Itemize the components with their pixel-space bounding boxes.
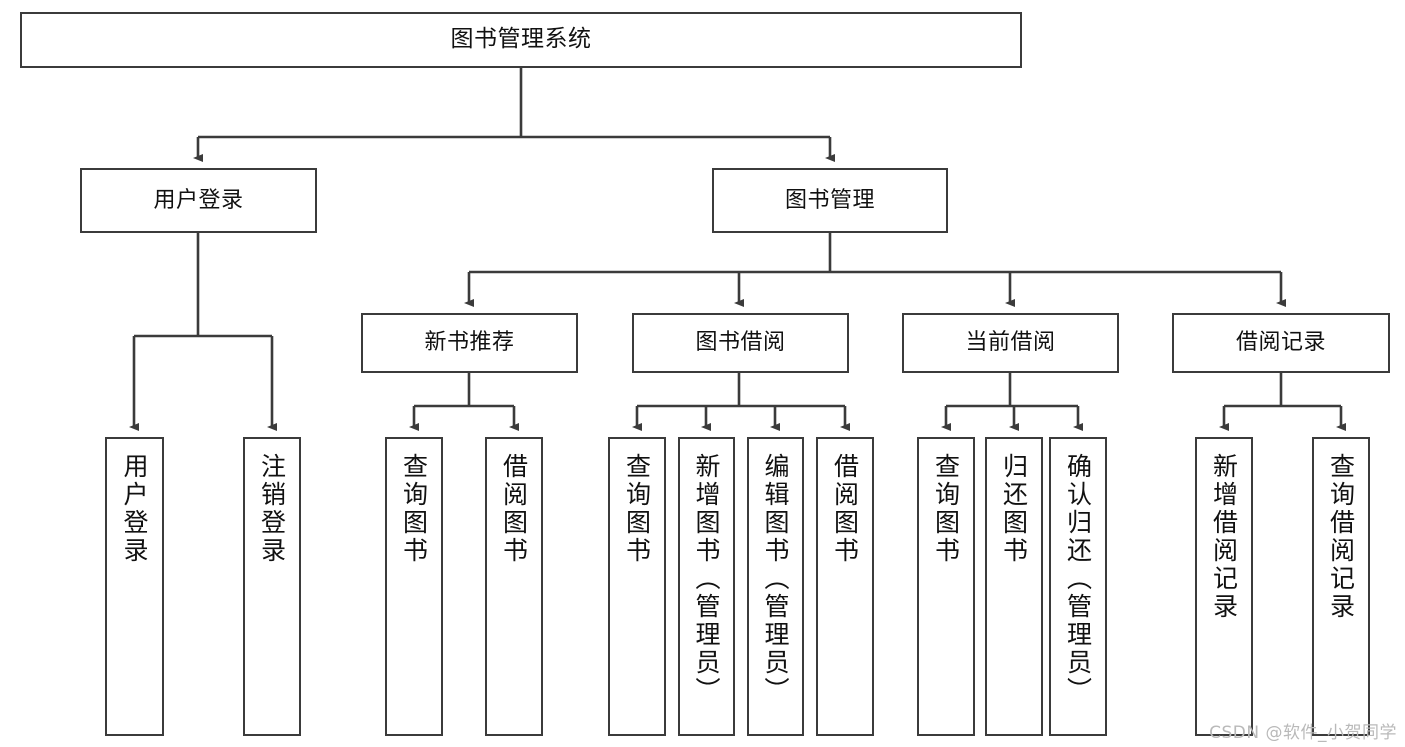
leaf-book-borrow-edit[interactable]: 编辑图书（管理员） [747, 437, 804, 736]
node-new-book-recommend-label: 新书推荐 [424, 330, 515, 356]
leaf-current-borrow-confirm[interactable]: 确认归还（管理员） [1049, 437, 1107, 736]
node-current-borrow[interactable]: 当前借阅 [902, 313, 1119, 373]
leaf-user-login-login[interactable]: 用户登录 [105, 437, 164, 736]
leaf-user-login-logout-label: 注销登录 [257, 453, 287, 565]
node-book-borrow-label: 图书借阅 [695, 330, 786, 356]
leaf-borrow-record-query[interactable]: 查询借阅记录 [1312, 437, 1370, 736]
leaf-borrow-record-add-label: 新增借阅记录 [1209, 453, 1239, 621]
node-root[interactable]: 图书管理系统 [20, 12, 1022, 68]
leaf-book-borrow-borrow-label: 借阅图书 [830, 453, 860, 565]
node-book-management-label: 图书管理 [784, 187, 875, 213]
leaf-book-borrow-edit-label: 编辑图书（管理员） [761, 453, 790, 705]
leaf-current-borrow-return-label: 归还图书 [999, 453, 1029, 565]
leaf-new-book-query-label: 查询图书 [399, 453, 429, 565]
leaf-new-book-borrow[interactable]: 借阅图书 [485, 437, 543, 736]
leaf-current-borrow-confirm-label: 确认归还（管理员） [1063, 453, 1093, 705]
node-current-borrow-label: 当前借阅 [965, 330, 1056, 356]
node-book-management[interactable]: 图书管理 [712, 168, 948, 233]
leaf-current-borrow-query-label: 查询图书 [931, 453, 961, 565]
leaf-book-borrow-add[interactable]: 新增图书（管理员） [678, 437, 735, 736]
node-borrow-record[interactable]: 借阅记录 [1172, 313, 1390, 373]
leaf-borrow-record-add[interactable]: 新增借阅记录 [1195, 437, 1253, 736]
node-book-borrow[interactable]: 图书借阅 [632, 313, 849, 373]
leaf-book-borrow-query-label: 查询图书 [622, 453, 652, 565]
leaf-current-borrow-query[interactable]: 查询图书 [917, 437, 975, 736]
leaf-book-borrow-add-label: 新增图书（管理员） [692, 453, 721, 705]
node-user-login-label: 用户登录 [153, 187, 244, 213]
leaf-book-borrow-borrow[interactable]: 借阅图书 [816, 437, 874, 736]
node-user-login[interactable]: 用户登录 [80, 168, 317, 233]
leaf-user-login-logout[interactable]: 注销登录 [243, 437, 301, 736]
leaf-new-book-query[interactable]: 查询图书 [385, 437, 443, 736]
node-borrow-record-label: 借阅记录 [1235, 330, 1326, 356]
node-new-book-recommend[interactable]: 新书推荐 [361, 313, 578, 373]
leaf-book-borrow-query[interactable]: 查询图书 [608, 437, 666, 736]
leaf-new-book-borrow-label: 借阅图书 [499, 453, 529, 565]
leaf-borrow-record-query-label: 查询借阅记录 [1326, 453, 1356, 621]
leaf-user-login-login-label: 用户登录 [120, 453, 149, 565]
leaf-current-borrow-return[interactable]: 归还图书 [985, 437, 1043, 736]
node-root-label: 图书管理系统 [450, 26, 592, 53]
